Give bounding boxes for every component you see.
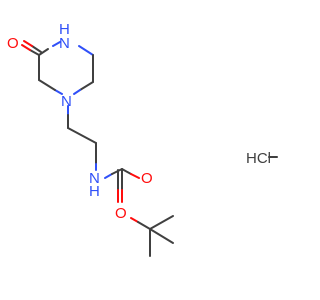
ester-o-label: O (115, 205, 127, 222)
ketone-o-label: O (7, 35, 19, 52)
carbamate-n-label: N (89, 170, 100, 187)
chemical-structure: H N O N H N O O HCl (7, 21, 278, 257)
carbamate-group (104, 168, 140, 203)
carbonyl-o-label: O (141, 170, 153, 187)
hcl-label: HCl (246, 150, 271, 167)
carbamate-nh-label: H (89, 183, 100, 200)
hydrochloride-salt: HCl (246, 150, 278, 167)
ring-amide-n-label: N (59, 35, 70, 52)
ethyl-linker (67, 105, 97, 171)
ketone-bond (21, 40, 42, 56)
ring-nh-label: H (59, 21, 70, 38)
ring-n-label: N (61, 93, 72, 110)
piperazinone-ring (38, 41, 94, 95)
tert-butyl-group (130, 215, 174, 257)
